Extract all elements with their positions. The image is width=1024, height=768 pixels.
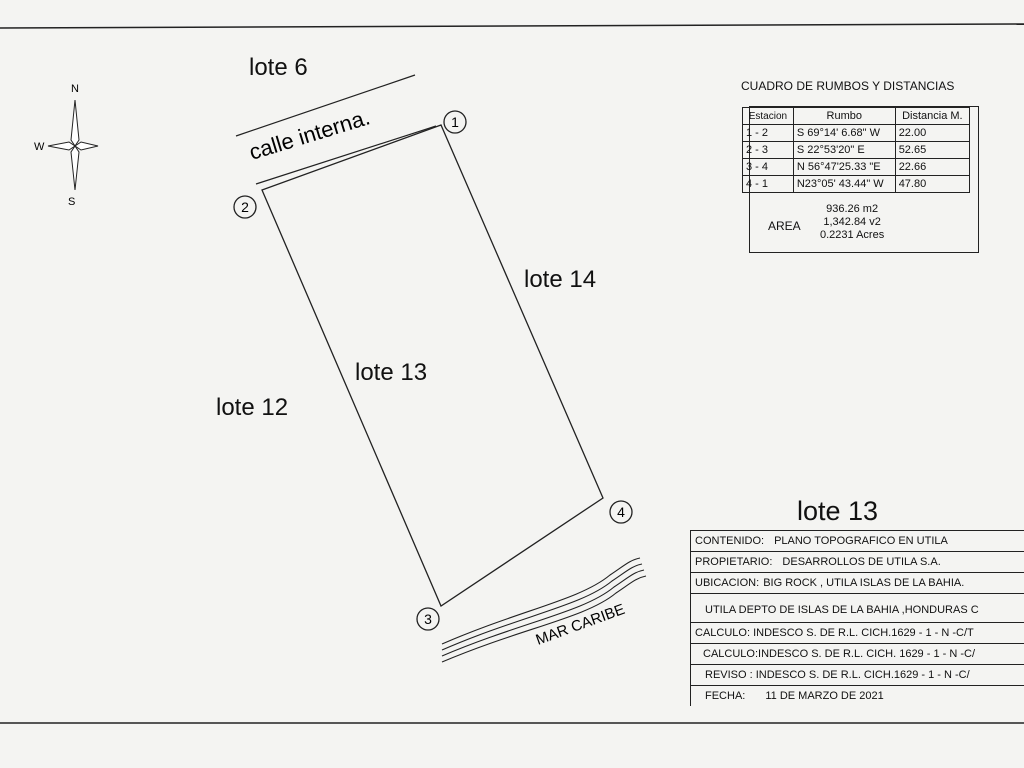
distance-cell: 52.65 xyxy=(894,141,971,159)
bearing-cell: N 56°47'25.33 "E xyxy=(792,158,896,176)
distance-cell: 22.66 xyxy=(894,158,971,176)
col-header-station: Estacion xyxy=(742,107,794,125)
ubicacion-label: UBICACION: xyxy=(695,577,760,589)
table-row: 2 - 3 S 22°53'20" E 52.65 xyxy=(742,141,971,159)
reviso-row: REVISO : INDESCO S. DE R.L. CICH.1629 - … xyxy=(691,665,1024,686)
station-cell: 3 - 4 xyxy=(742,158,794,176)
table-header-row: Estacion Rumbo Distancia M. xyxy=(742,107,971,125)
calculo-row-1: CALCULO: INDESCO S. DE R.L. CICH.1629 - … xyxy=(691,623,1024,644)
ubicacion-value: BIG ROCK , UTILA ISLAS DE LA BAHIA. xyxy=(763,577,965,589)
area-m2: 936.26 m2 xyxy=(826,203,879,215)
contenido-label: CONTENIDO: xyxy=(695,535,765,547)
propietario-value: DESARROLLOS DE UTILA S.A. xyxy=(782,556,941,568)
lot-13-inner-label: lote 13 xyxy=(355,359,428,386)
title-block: CONTENIDO: PLANO TOPOGRAFICO EN UTILA PRO… xyxy=(690,530,1024,706)
distance-cell: 47.80 xyxy=(894,175,971,193)
col-header-bearing: Rumbo xyxy=(792,107,896,125)
col-header-distance: Distancia M. xyxy=(894,107,971,125)
distance-cell: 22.00 xyxy=(894,124,971,142)
compass-s: S xyxy=(68,196,75,208)
area-values: 936.26 m2 1,342.84 v2 0.2231 Acres xyxy=(820,203,884,242)
station-3-marker xyxy=(416,607,440,631)
station-2-marker xyxy=(233,195,257,219)
area-acres: 0.2231 Acres xyxy=(820,229,885,241)
contenido-row: CONTENIDO: PLANO TOPOGRAFICO EN UTILA xyxy=(691,531,1024,552)
street-line-top xyxy=(235,74,416,137)
lot-14-label: lote 14 xyxy=(524,266,597,293)
station-3-label: 3 xyxy=(424,611,432,627)
fecha-label: FECHA: xyxy=(705,690,746,702)
lot-12-label: lote 12 xyxy=(216,394,289,421)
compass-w: W xyxy=(34,141,45,153)
compass-n: N xyxy=(71,83,79,95)
propietario-label: PROPIETARIO: xyxy=(695,556,773,568)
propietario-row: PROPIETARIO: DESARROLLOS DE UTILA S.A. xyxy=(691,552,1024,573)
bearing-cell: S 22°53'20" E xyxy=(792,141,896,159)
station-cell: 1 - 2 xyxy=(742,124,794,142)
station-4-marker xyxy=(609,500,633,524)
bearings-table: Estacion Rumbo Distancia M. 1 - 2 S 69°1… xyxy=(742,106,979,253)
fecha-row: FECHA: 11 DE MARZO DE 2021 xyxy=(691,686,1024,706)
area-v2: 1,342.84 v2 xyxy=(823,216,881,228)
frame-top-line xyxy=(0,23,1024,29)
contenido-value: PLANO TOPOGRAFICO EN UTILA xyxy=(774,535,948,547)
bearing-cell: S 69°14' 6.68" W xyxy=(792,124,896,142)
station-4-label: 4 xyxy=(617,504,625,520)
bearing-cell: N23°05' 43.44" W xyxy=(792,175,896,193)
ubicacion-row: UBICACION:BIG ROCK , UTILA ISLAS DE LA B… xyxy=(691,573,1024,594)
station-2-label: 2 xyxy=(241,199,249,215)
depto-row: UTILA DEPTO DE ISLAS DE LA BAHIA ,HONDUR… xyxy=(691,594,1024,623)
bearings-table-title: CUADRO DE RUMBOS Y DISTANCIAS xyxy=(741,79,955,93)
table-row: 4 - 1 N23°05' 43.44" W 47.80 xyxy=(742,175,971,193)
station-1-marker xyxy=(443,110,467,134)
area-label: AREA xyxy=(768,219,801,233)
fecha-value: 11 DE MARZO DE 2021 xyxy=(765,690,884,702)
street-label: calle interna. xyxy=(246,104,373,164)
station-1-label: 1 xyxy=(451,114,459,130)
station-cell: 4 - 1 xyxy=(742,175,794,193)
title-block-lot: lote 13 xyxy=(797,496,879,526)
table-row: 1 - 2 S 69°14' 6.68" W 22.00 xyxy=(742,124,971,142)
lot-6-label: lote 6 xyxy=(249,54,308,81)
shoreline xyxy=(441,557,647,663)
sea-label: MAR CARIBE xyxy=(534,601,628,649)
lot-13-boundary xyxy=(261,124,604,607)
station-cell: 2 - 3 xyxy=(742,141,794,159)
street-line-bottom xyxy=(255,125,437,185)
calculo-row-2: CALCULO:INDESCO S. DE R.L. CICH. 1629 - … xyxy=(691,644,1024,665)
table-row: 3 - 4 N 56°47'25.33 "E 22.66 xyxy=(742,158,971,176)
north-arrow-icon xyxy=(47,99,99,191)
